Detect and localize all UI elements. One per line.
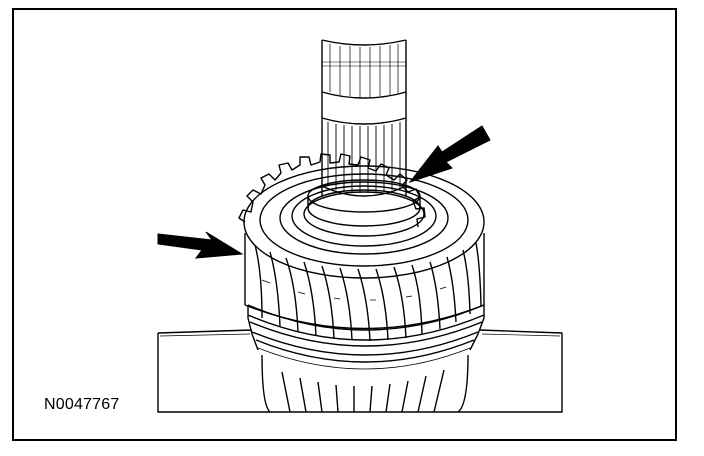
lower-gear (261, 354, 469, 413)
figure-id-label: N0047767 (44, 396, 120, 413)
gear-top-face (238, 153, 485, 279)
helical-gear (244, 233, 485, 342)
synchronizer-rings (247, 304, 485, 370)
splined-shaft (321, 39, 407, 193)
fixture-plate (157, 329, 563, 413)
arrow-upper-right-icon (408, 125, 491, 183)
arrow-left-icon (157, 231, 244, 259)
shaft-collar (307, 179, 421, 227)
